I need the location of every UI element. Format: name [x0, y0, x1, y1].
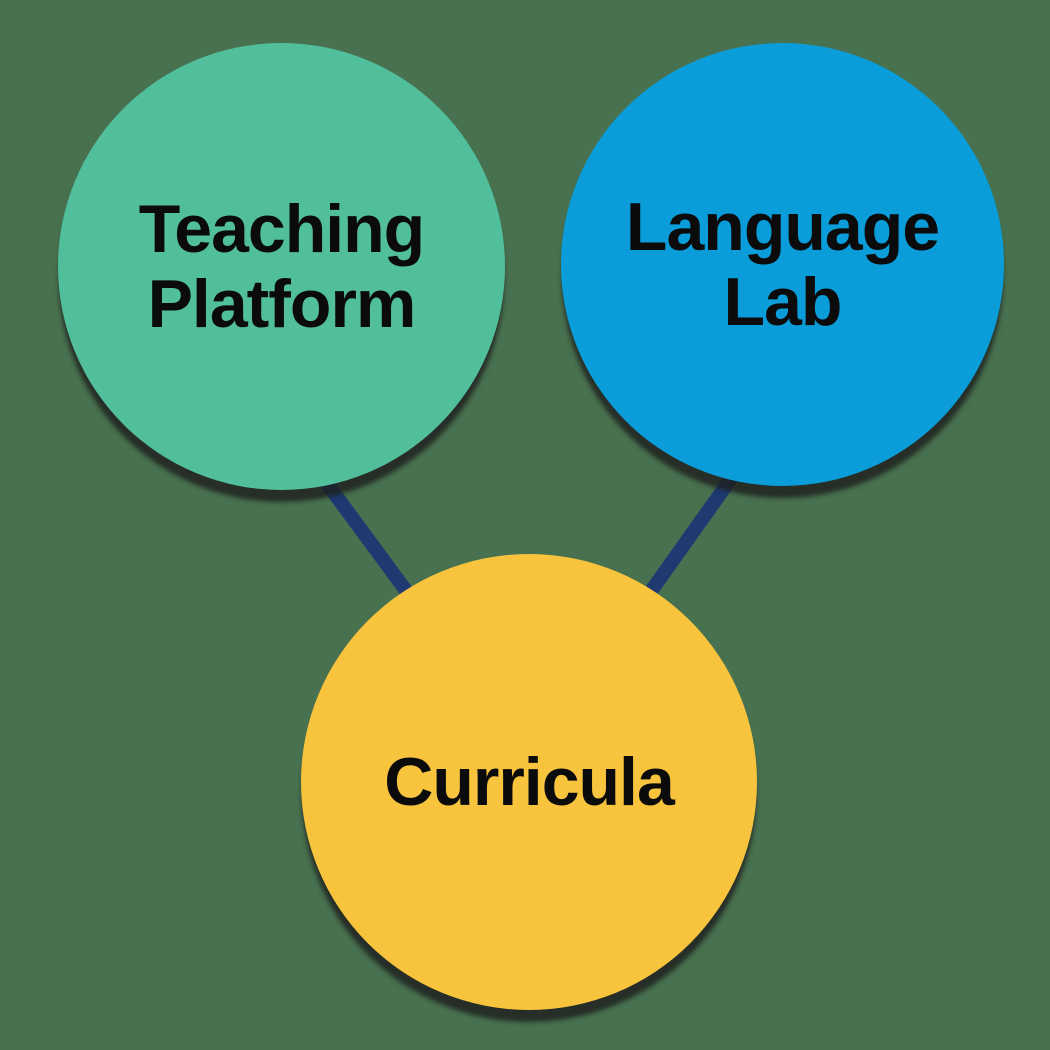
node-language-lab-label-line2: Lab — [723, 263, 843, 340]
node-language-lab: Language Lab — [561, 43, 1004, 486]
connector-language-lab-to-curricula — [638, 461, 746, 605]
node-curricula-label: Curricula — [384, 743, 675, 820]
node-curricula: Curricula — [301, 554, 757, 1010]
node-language-lab-label: Language Lab — [625, 188, 940, 340]
node-teaching-platform-label-line2: Platform — [147, 265, 417, 342]
node-teaching-platform-label: Teaching Platform — [138, 190, 425, 342]
node-teaching-platform-label-line1: Teaching — [138, 190, 425, 267]
connector-teaching-platform-to-curricula — [314, 469, 419, 605]
node-language-lab-label-line1: Language — [625, 188, 940, 265]
node-teaching-platform: Teaching Platform — [58, 43, 505, 490]
node-curricula-label-line1: Curricula — [384, 743, 675, 820]
